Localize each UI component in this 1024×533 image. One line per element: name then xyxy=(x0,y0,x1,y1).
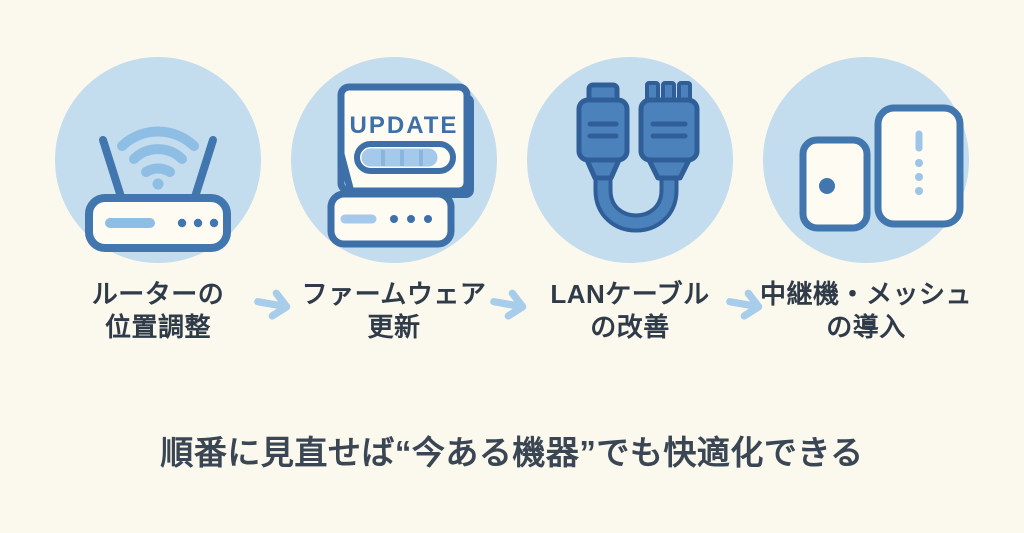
arrow-right-icon xyxy=(490,289,527,320)
headline: 順番に見直せば“今ある機器”でも快適化できる xyxy=(160,433,864,471)
step-router-position: ルーターの 位置調整 xyxy=(46,57,270,344)
step-firmware-update: UPDATE ファームウェア 更新 xyxy=(282,57,506,344)
update-screen-text: UPDATE xyxy=(350,112,459,139)
wifi-router-icon xyxy=(85,126,231,252)
step-circle: UPDATE xyxy=(291,57,497,263)
step-label-line1: LANケーブル xyxy=(550,279,710,309)
step-label: 中継機・メッシュ の導入 xyxy=(760,278,972,344)
step-label: ファームウェア 更新 xyxy=(302,278,487,344)
step-circle xyxy=(527,57,733,263)
step-label: ルーターの 位置調整 xyxy=(92,278,225,344)
arrow-right-icon xyxy=(254,289,291,320)
step-label-line1: ファームウェア xyxy=(301,279,487,309)
footer: 順番に見直せば“今ある機器”でも快適化できる xyxy=(0,426,1024,474)
step-mesh-repeater: 中継機・メッシュ の導入 xyxy=(754,57,978,344)
arrow-right-icon xyxy=(726,289,763,320)
step-circle xyxy=(763,57,969,263)
step-label-line2: の改善 xyxy=(590,311,670,342)
step-label-line1: 中継機・メッシュ xyxy=(759,279,972,309)
step-label-line2: 更新 xyxy=(367,311,421,342)
lan-cable-icon xyxy=(576,81,700,233)
step-lan-cable: LANケーブル の改善 xyxy=(518,57,742,344)
step-label-line1: ルーターの xyxy=(91,279,225,309)
step-label: LANケーブル の改善 xyxy=(550,278,709,344)
mesh-repeater-icon xyxy=(799,104,964,232)
step-label-line2: 位置調整 xyxy=(104,311,211,342)
steps-flow: ルーターの 位置調整 UPDATE xyxy=(46,57,978,344)
step-circle xyxy=(55,57,261,263)
step-label-line2: の導入 xyxy=(826,311,906,342)
firmware-update-icon: UPDATE xyxy=(327,83,474,248)
